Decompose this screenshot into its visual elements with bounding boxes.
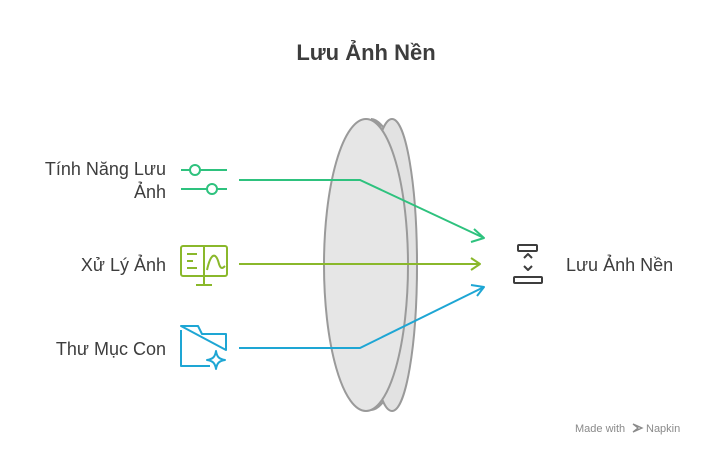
brand-name: Napkin bbox=[646, 423, 680, 435]
branding: Made with Napkin bbox=[575, 423, 680, 435]
sliders-icon bbox=[181, 164, 227, 195]
input-label-3: Thư Mục Con bbox=[56, 339, 166, 359]
stack-arrows-icon bbox=[513, 244, 543, 284]
arrowhead-icon bbox=[470, 284, 485, 297]
input-label-2: Xử Lý Ảnh bbox=[81, 254, 166, 275]
made-with-text: Made with bbox=[575, 423, 625, 435]
input-label-1-line1: Tính Năng Lưu bbox=[45, 159, 166, 179]
input-label-1-line2: Ảnh bbox=[134, 181, 166, 202]
arrowhead-icon bbox=[470, 257, 481, 271]
output-label: Lưu Ảnh Nền bbox=[566, 254, 673, 275]
connector-1 bbox=[239, 179, 485, 243]
diagram-title: Lưu Ảnh Nền bbox=[296, 40, 435, 65]
monitor-chart-icon bbox=[180, 245, 228, 286]
connector-3 bbox=[239, 284, 485, 349]
arrowhead-icon bbox=[470, 228, 485, 243]
connector-2 bbox=[239, 257, 481, 271]
napkin-logo-icon bbox=[632, 423, 644, 433]
folder-sparkle-icon bbox=[180, 325, 227, 370]
